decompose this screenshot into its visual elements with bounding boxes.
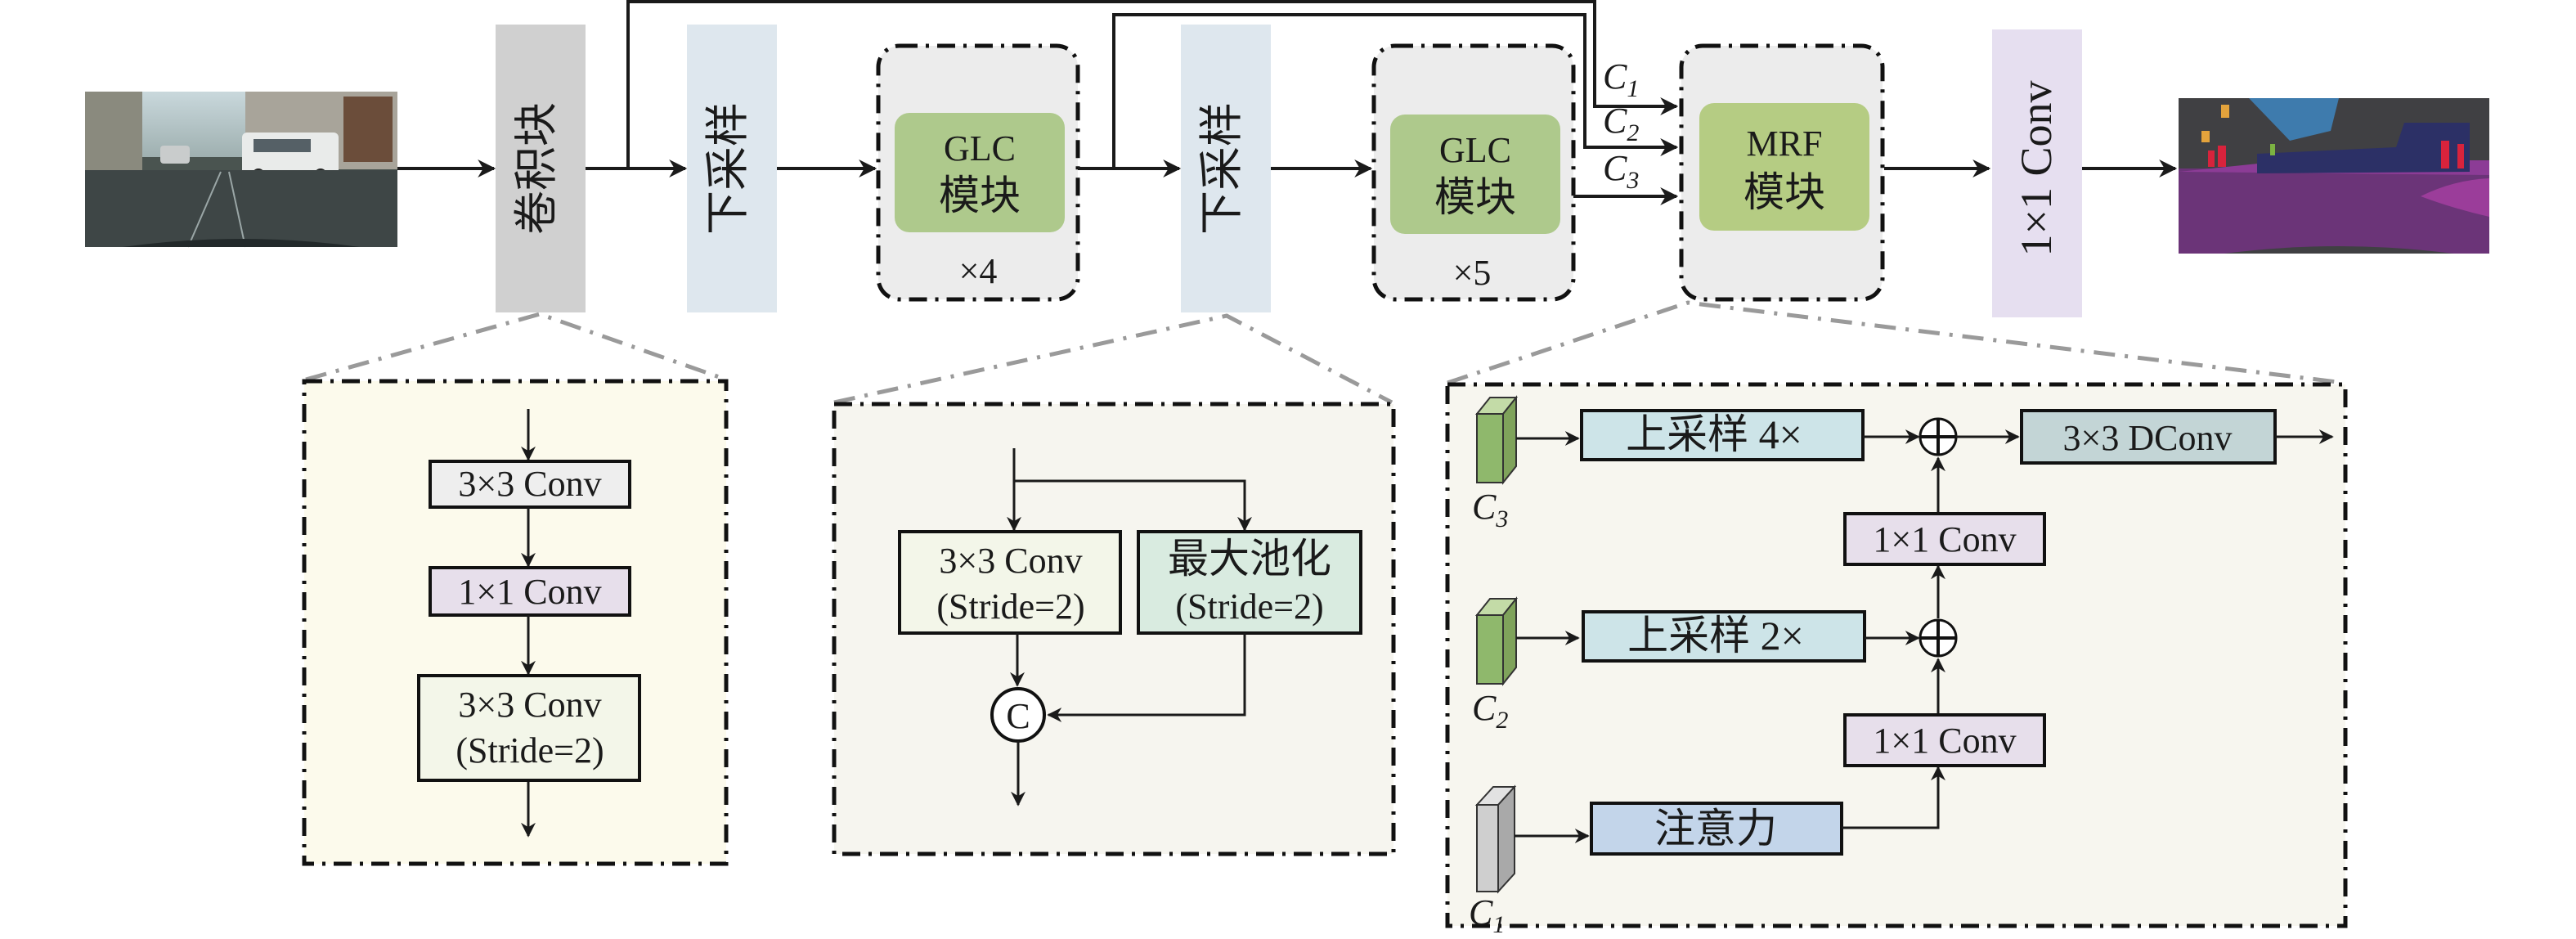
panel-conv-block: 3×3 Conv 1×1 Conv 3×3 Conv (Stride=2)	[302, 379, 729, 866]
mrf-box-conv1x1-bottom: 1×1 Conv	[1843, 713, 2046, 767]
concat-node: C	[990, 687, 1046, 743]
svg-text:C1: C1	[1469, 892, 1505, 938]
feature-map-c2: C2	[1472, 596, 1519, 734]
skip-labels: C1 C2 C3	[1603, 56, 1639, 194]
feature-map-c3: C3	[1472, 395, 1519, 532]
panel1-box-conv3x3: 3×3 Conv	[429, 460, 631, 509]
svg-text:上采样 2×: 上采样 2×	[1627, 613, 1804, 658]
svg-text:3×3 Conv: 3×3 Conv	[939, 541, 1082, 581]
glc-group-2: GLC 模块 ×5	[1371, 43, 1576, 302]
panel1-box-conv1x1: 1×1 Conv	[429, 566, 631, 617]
svg-text:(Stride=2): (Stride=2)	[456, 730, 604, 771]
mrf-box-dconv: 3×3 DConv	[2020, 409, 2277, 465]
add-node-top	[1919, 417, 1958, 456]
svg-text:1×1 Conv: 1×1 Conv	[1873, 519, 2016, 559]
mrf-line1: MRF	[1747, 124, 1823, 164]
downsample-2-label: 下采样	[1197, 102, 1246, 235]
downsample-1-label: 下采样	[703, 102, 752, 235]
svg-text:1×1 Conv: 1×1 Conv	[1873, 721, 2016, 761]
glc-2-line1: GLC	[1439, 130, 1511, 170]
panel-mrf: C3 上采样 4× 3×3 DConv 1×1 Conv	[1445, 382, 2348, 938]
panel1-box-conv3x3-stride: 3×3 Conv (Stride=2)	[417, 674, 641, 782]
glc-1-repeat: ×4	[959, 251, 998, 291]
panel2-box-conv3x3-stride: 3×3 Conv (Stride=2)	[898, 530, 1122, 635]
svg-text:3×3 DConv: 3×3 DConv	[2063, 418, 2233, 458]
svg-text:C2: C2	[1472, 688, 1508, 734]
svg-text:C3: C3	[1472, 487, 1508, 532]
skip-label-c1: C1	[1603, 56, 1639, 102]
svg-text:(Stride=2): (Stride=2)	[1175, 586, 1323, 627]
mrf-box-upsample-4x: 上采样 4×	[1580, 409, 1865, 461]
svg-text:最大池化: 最大池化	[1168, 536, 1331, 582]
conv-block-label: 卷积块	[512, 102, 561, 235]
mrf-box-conv1x1-top: 1×1 Conv	[1843, 512, 2046, 566]
mrf-box-attention: 注意力	[1590, 802, 1843, 856]
zoom-guides	[305, 300, 2345, 405]
glc-2-line2: 模块	[1434, 174, 1516, 220]
svg-text:上采样 4×: 上采样 4×	[1626, 411, 1802, 457]
svg-text:3×3 Conv: 3×3 Conv	[458, 464, 601, 504]
mrf-box-upsample-2x: 上采样 2×	[1582, 610, 1866, 663]
glc-1-line1: GLC	[944, 128, 1016, 168]
glc-1-line2: 模块	[939, 173, 1021, 218]
svg-text:C: C	[1006, 696, 1030, 736]
svg-text:(Stride=2): (Stride=2)	[936, 586, 1084, 627]
mrf-line2: 模块	[1744, 169, 1825, 215]
downsample-block-1: 下采样	[687, 25, 777, 312]
glc-group-1: GLC 模块 ×4	[876, 43, 1080, 302]
input-image	[85, 92, 397, 248]
mrf-group: MRF 模块	[1679, 43, 1885, 302]
conv-1x1-block: 1×1 Conv	[1992, 29, 2082, 317]
skip-label-c3: C3	[1603, 148, 1639, 194]
conv-1x1-label: 1×1 Conv	[2012, 81, 2061, 257]
feature-map-c1: C1	[1469, 784, 1517, 938]
skip-label-c2: C2	[1603, 101, 1639, 146]
svg-text:3×3 Conv: 3×3 Conv	[458, 685, 601, 725]
add-node-bottom	[1919, 618, 1958, 658]
output-segmentation	[2179, 98, 2489, 254]
svg-text:1×1 Conv: 1×1 Conv	[458, 572, 601, 612]
panel-downsample: 3×3 Conv (Stride=2) 最大池化 (Stride=2) C	[832, 402, 1396, 856]
conv-block: 卷积块	[496, 25, 586, 312]
skip-connections	[626, 0, 1679, 205]
panel2-box-maxpool: 最大池化 (Stride=2)	[1137, 530, 1362, 635]
svg-text:注意力: 注意力	[1654, 806, 1777, 851]
glc-2-repeat: ×5	[1453, 253, 1492, 293]
downsample-block-2: 下采样	[1181, 25, 1271, 312]
